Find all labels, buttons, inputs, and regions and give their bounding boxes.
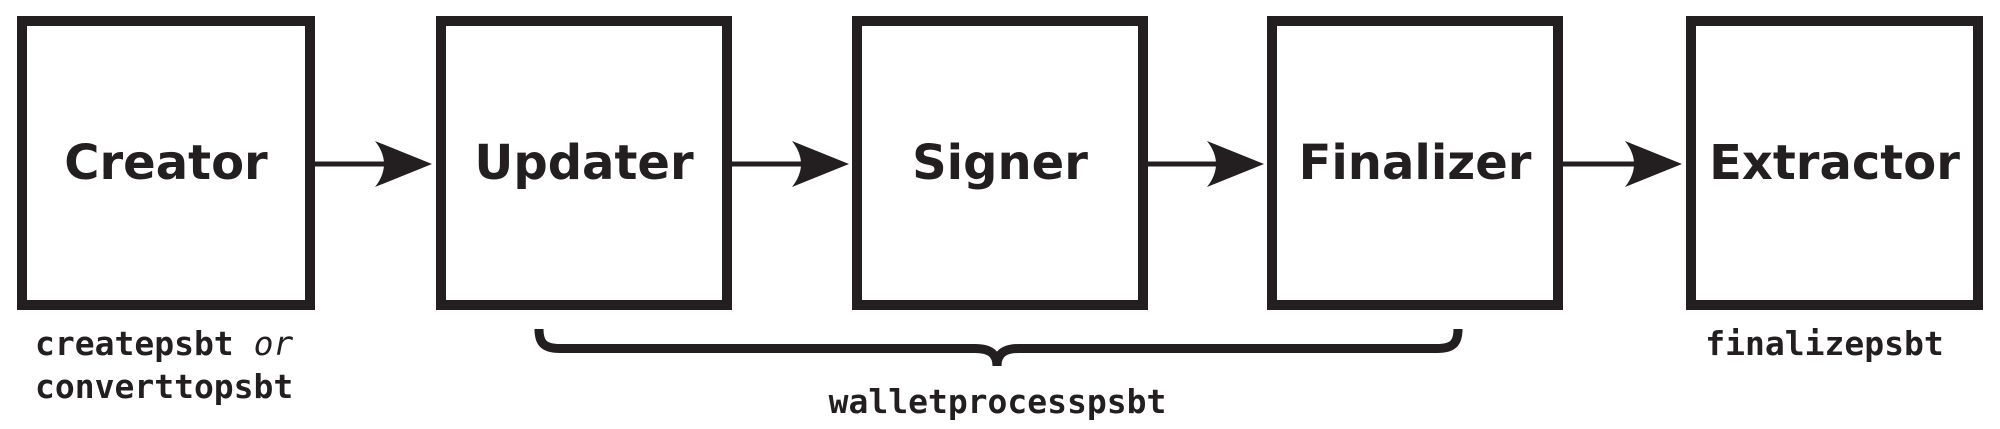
creator-caption: createpsbt or converttopsbt [35, 322, 293, 408]
creator-caption-line1: createpsbt or [35, 322, 293, 365]
signer-label: Signer [912, 135, 1088, 191]
finalizepsbt-command: finalizepsbt [1705, 324, 1944, 363]
finalizer-label: Finalizer [1298, 135, 1532, 191]
extractor-box: Extractor [1686, 16, 1983, 310]
updater-label: Updater [474, 135, 694, 191]
arrow-creator-to-updater-icon [315, 141, 432, 187]
finalizer-box: Finalizer [1267, 16, 1563, 310]
arrow-finalizer-to-extractor-icon [1563, 141, 1682, 187]
converttopsbt-command: converttopsbt [35, 367, 294, 406]
createpsbt-command: createpsbt [35, 324, 234, 363]
creator-label: Creator [64, 135, 268, 191]
creator-box: Creator [17, 16, 315, 310]
walletprocesspsbt-command: walletprocesspsbt [828, 382, 1167, 421]
updater-box: Updater [436, 16, 732, 310]
arrow-updater-to-signer-icon [732, 141, 849, 187]
extractor-label: Extractor [1709, 135, 1960, 191]
arrow-signer-to-finalizer-icon [1148, 141, 1264, 187]
signer-box: Signer [852, 16, 1148, 310]
underbrace-icon [534, 328, 1463, 367]
or-conjunction: or [253, 324, 294, 363]
